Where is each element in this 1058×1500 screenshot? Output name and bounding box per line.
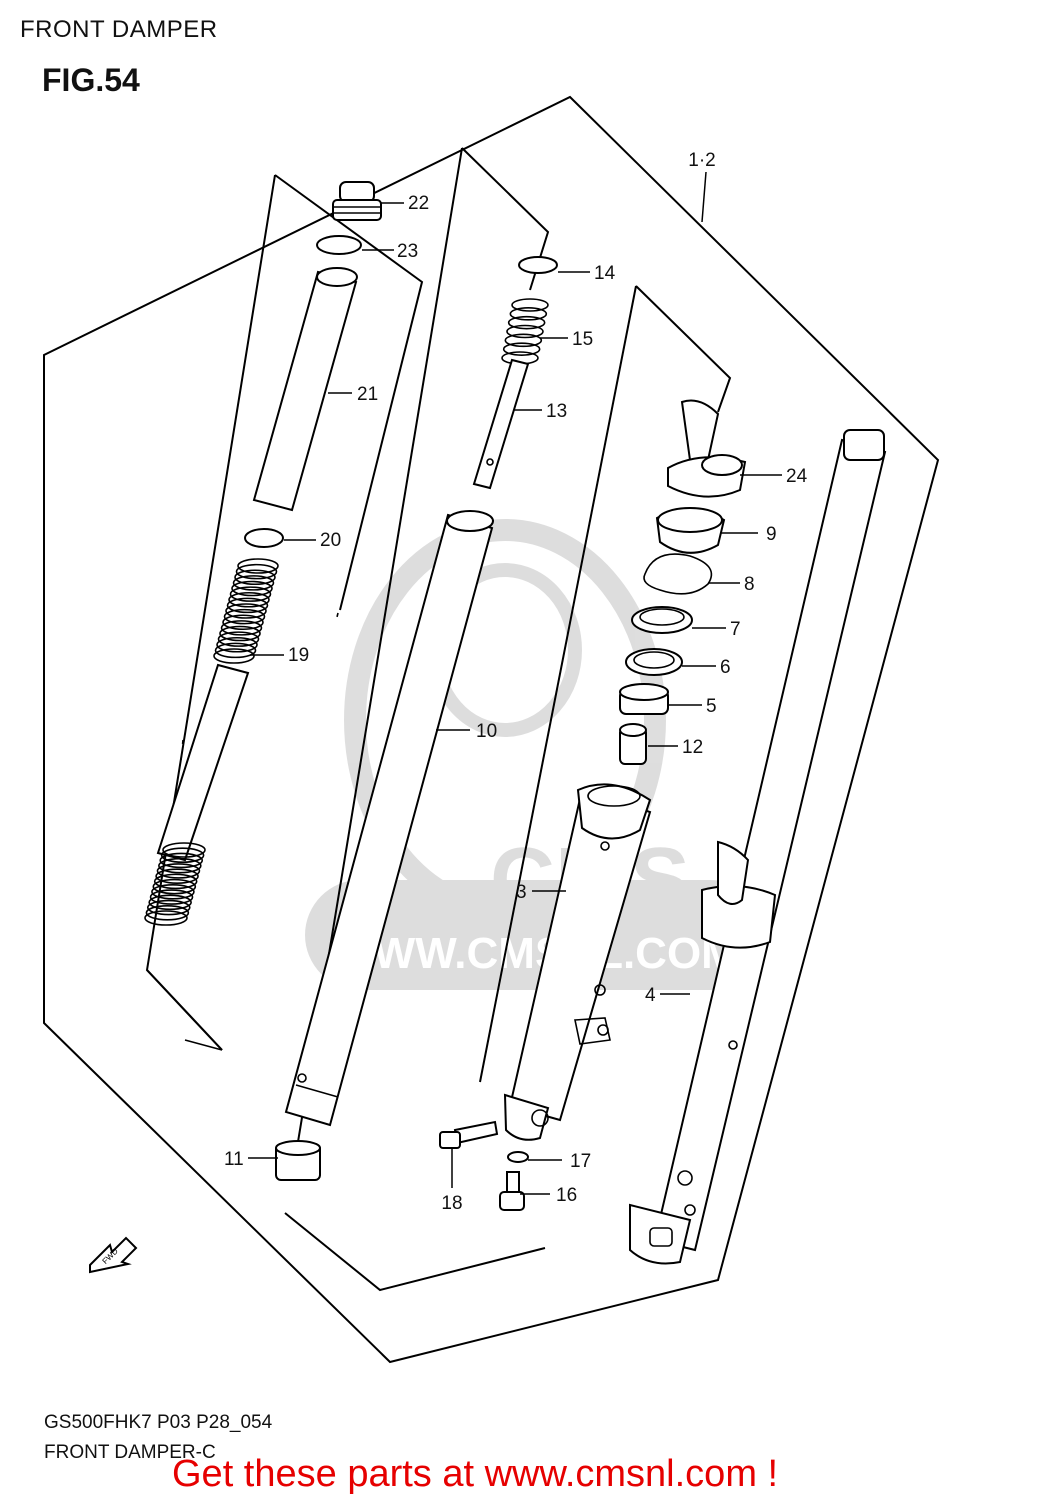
spring-coil — [234, 569, 276, 586]
damper-rod-part — [472, 358, 530, 490]
spring-coil — [217, 631, 260, 647]
outer-tube-right-part — [629, 429, 887, 1265]
part-label-6: 6 — [720, 657, 731, 678]
watermark: CMS WWW.CMSNL.COM — [305, 519, 765, 990]
guide-bushing-part — [619, 683, 669, 715]
spring-coil — [237, 558, 279, 574]
spring-coil — [226, 597, 269, 614]
part-label-21: 21 — [357, 384, 378, 405]
outer-assembly-frame — [43, 95, 940, 1364]
part-label-17: 17 — [570, 1151, 591, 1172]
spacer-tube-part — [252, 267, 358, 512]
o-ring-part — [316, 235, 362, 255]
spring-coil — [504, 333, 543, 348]
spring-coil — [219, 625, 261, 642]
fork-spring-part — [144, 558, 279, 926]
spring-coil — [145, 904, 190, 921]
spring-coil — [156, 863, 201, 879]
spring-coil — [507, 315, 546, 330]
oil-seal-part — [631, 606, 693, 634]
part-label-24: 24 — [786, 466, 808, 487]
part-label-14: 14 — [594, 263, 616, 284]
spring-coil — [220, 620, 263, 636]
part-label-7: 7 — [730, 619, 741, 640]
damper-bolt-part — [499, 1171, 525, 1211]
part-label-19: 19 — [288, 645, 309, 666]
part-label-4: 4 — [645, 985, 656, 1006]
part-number-labels: 1·2 22 23 14 15 21 13 24 9 20 8 7 19 6 5… — [224, 150, 808, 1214]
spring-coil — [232, 575, 275, 591]
part-label-11: 11 — [224, 1149, 244, 1170]
part-label-9: 9 — [766, 524, 777, 545]
spring-coil — [153, 873, 198, 890]
outer-tube-group-frame — [635, 285, 732, 413]
spring-coil — [511, 298, 549, 312]
spring-coil — [228, 591, 270, 608]
slide-bushing-part — [275, 1140, 321, 1181]
spring-coil — [231, 580, 273, 597]
spring-coil — [158, 857, 202, 874]
spring-coil — [216, 636, 258, 653]
part-label-13: 13 — [546, 401, 567, 422]
page-header-title: FRONT DAMPER — [20, 16, 218, 43]
part-label-12: 12 — [682, 737, 703, 758]
spring-coil — [151, 884, 195, 900]
spring-coil — [506, 324, 544, 339]
rebound-spring-part — [501, 298, 549, 365]
part-label-18: 18 — [441, 1193, 462, 1214]
part-label-22: 22 — [408, 193, 429, 214]
part-label-23: 23 — [397, 241, 418, 262]
watermark-mascot-shape — [344, 519, 666, 921]
spring-coil — [223, 608, 266, 625]
forward-direction-arrow: FWD — [89, 1236, 138, 1274]
part-label-10: 10 — [476, 721, 497, 742]
spring-coil — [148, 894, 192, 911]
diagram-code: GS500FHK7 P03 P28_054 — [44, 1412, 273, 1433]
oil-lock-piece-part — [619, 723, 647, 765]
spring-coil — [162, 842, 206, 858]
dust-cover-part — [667, 399, 747, 498]
spring-coil — [152, 878, 197, 895]
axle-pinch-bolt-part — [439, 1120, 499, 1149]
spring-coil — [222, 614, 264, 631]
watermark-url-text: WWW.CMSNL.COM — [332, 929, 738, 978]
spring-coil — [214, 642, 257, 659]
oil-seal-washer-part — [625, 648, 683, 676]
part-label-20: 20 — [320, 530, 341, 551]
buy-parts-link[interactable]: Get these parts at www.cmsnl.com ! — [172, 1453, 779, 1495]
spring-coil — [155, 868, 199, 884]
spring-coil — [502, 342, 541, 356]
outer-tube-group-frame-left — [479, 285, 637, 1083]
spring-coil — [144, 910, 188, 926]
spring-coil — [149, 889, 194, 905]
leader-lines — [248, 171, 782, 1195]
inner-tube-part — [284, 510, 494, 1127]
spring-coil — [229, 586, 272, 602]
part-label-8: 8 — [744, 574, 755, 595]
diagram-caption: FRONT DAMPER-C — [44, 1442, 216, 1463]
spring-coil — [509, 307, 548, 321]
spring-coil — [160, 847, 205, 864]
gasket-part — [507, 1151, 529, 1163]
part-label-5: 5 — [706, 696, 717, 717]
figure-label: FIG.54 — [42, 62, 140, 98]
spring-coil — [235, 563, 278, 580]
ring-part — [518, 256, 558, 274]
part-label-16: 16 — [556, 1185, 577, 1206]
washer-part — [244, 528, 284, 548]
dust-seal-part — [655, 507, 726, 554]
cap-bolt-part — [332, 181, 382, 221]
spring-coil — [213, 648, 255, 664]
spring-coil — [146, 899, 191, 916]
part-label-3: 3 — [516, 882, 527, 903]
spring-group-frame — [274, 174, 424, 611]
outer-tube-left-part — [503, 783, 652, 1141]
part-label-15: 15 — [572, 329, 593, 350]
stopper-ring-part — [643, 553, 713, 595]
spring-coil — [159, 852, 204, 869]
spring-coil — [225, 603, 267, 619]
part-label-1-2: 1·2 — [688, 150, 715, 171]
